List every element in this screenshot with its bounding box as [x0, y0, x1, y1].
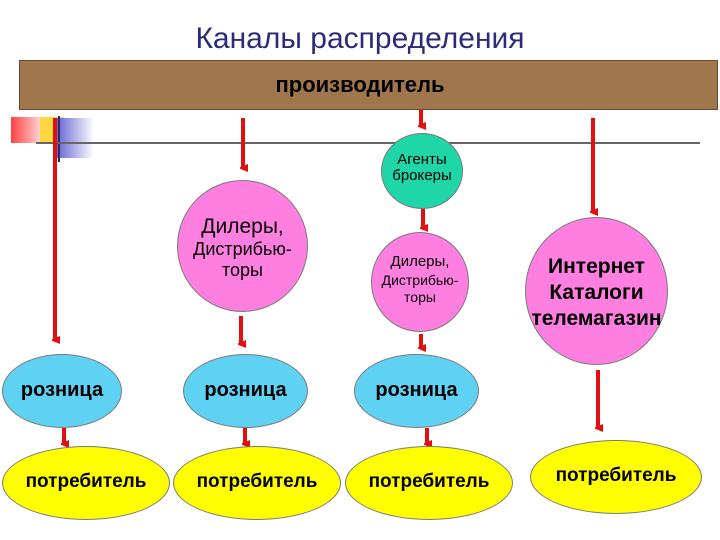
dealers-1-line3: торы: [221, 259, 263, 280]
agents-line2: брокеры: [392, 166, 452, 184]
internet-line2: Каталоги: [549, 281, 644, 305]
diagram-title: Каналы распределения: [195, 22, 525, 55]
internet-line1: Интернет: [548, 255, 645, 278]
decorative-vertical-line: [58, 116, 60, 162]
dealers-node-2: [371, 232, 469, 332]
internet-node: [525, 217, 668, 365]
consumer-node-1: [2, 446, 170, 520]
consumer-node-4: [530, 440, 702, 514]
dealers-2-line3: торы: [404, 289, 436, 306]
dealers-node-1: [177, 180, 308, 312]
dealers-2-line1: Дилеры,: [390, 253, 450, 270]
consumer-label-3: потребитель: [368, 471, 490, 492]
agents-label: Агенты брокеры: [381, 152, 463, 184]
consumer-node-3: [345, 446, 513, 520]
dealers-1-line2: Дистрибью-: [193, 239, 292, 260]
retail-node-1: [2, 354, 122, 428]
producer-label: производитель: [275, 72, 445, 97]
dealers-1-line1: Дилеры,: [201, 215, 284, 238]
retail-node-3: [354, 354, 479, 428]
consumer-label-1: потребитель: [25, 471, 147, 492]
consumer-node-2: [173, 446, 341, 520]
agents-node: [381, 133, 463, 209]
internet-label: Интернет Каталоги телемагазин: [500, 255, 693, 331]
retail-label-1: розница: [20, 379, 104, 401]
retail-label-2: розница: [204, 379, 287, 401]
dealers-label-1: Дилеры, Дистрибью- торы: [167, 215, 318, 280]
consumer-label-4: потребитель: [555, 465, 677, 486]
dealers-label-2: Дилеры, Дистрибью- торы: [356, 254, 484, 305]
consumer-label-2: потребитель: [196, 471, 318, 492]
internet-line3: телемагазин: [531, 307, 662, 331]
dealers-2-line2: Дистрибью-: [381, 271, 459, 288]
decorative-blue-block: [54, 118, 94, 158]
retail-label-3: розница: [375, 379, 458, 401]
decorative-horizontal-line: [36, 142, 700, 144]
agents-line1: Агенты: [397, 151, 447, 168]
producer-bar: [19, 60, 718, 110]
retail-node-2: [183, 354, 308, 428]
